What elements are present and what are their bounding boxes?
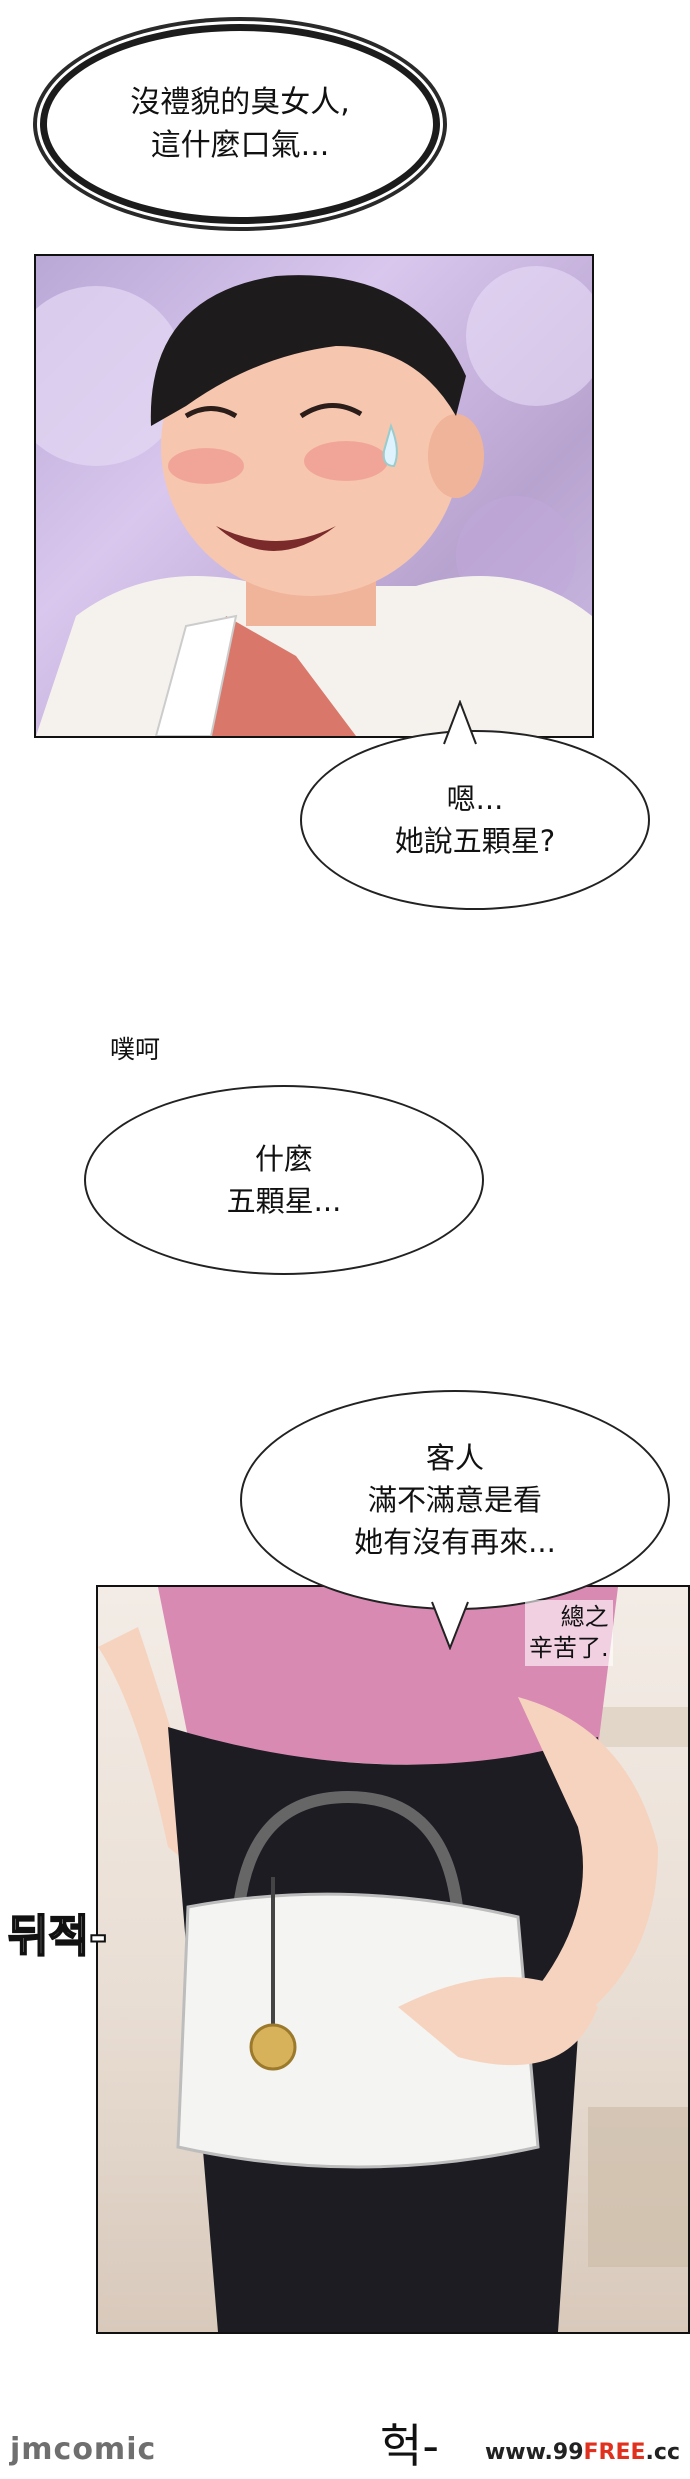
site-url: www.99FREE.cc	[485, 2440, 680, 2465]
panel-man-smiling	[34, 254, 594, 738]
sfx-rummage: 뒤적-	[7, 1910, 108, 1963]
speech-bubble-3: 什麼 五顆星...	[84, 1085, 484, 1275]
bubble-1-text: 沒禮貌的臭女人, 這什麼口氣...	[130, 84, 350, 164]
speech-bubble-4: 客人 滿不滿意是看 她有沒有再來...	[240, 1390, 670, 1610]
site-url-emph: FREE	[583, 2440, 646, 2465]
sfx-gasp: 헉-	[380, 2419, 439, 2473]
site-logo: jmcomic	[10, 2432, 157, 2467]
panel-woman-handbag	[96, 1585, 690, 2334]
man-illustration	[36, 266, 592, 736]
bubble-2-tail	[443, 700, 477, 745]
sfx-puke: 噗呵	[110, 1035, 161, 1064]
site-url-prefix: www.99	[484, 2440, 584, 2465]
woman-illustration	[98, 1587, 688, 2332]
bubble-4-text: 客人 滿不滿意是看 她有沒有再來...	[354, 1440, 556, 1560]
bubble-3-text: 什麼 五顆星...	[226, 1141, 342, 1218]
speech-bubble-2: 嗯... 她說五顆星?	[300, 730, 650, 910]
bubble-2-text: 嗯... 她說五顆星?	[394, 781, 556, 858]
site-url-suffix: .cc	[645, 2440, 680, 2465]
bubble-4-tail	[431, 1601, 469, 1650]
speech-bubble-1: 沒禮貌的臭女人, 這什麼口氣...	[40, 24, 440, 224]
sfx-anyway: 總之 辛苦了.	[525, 1600, 613, 1667]
